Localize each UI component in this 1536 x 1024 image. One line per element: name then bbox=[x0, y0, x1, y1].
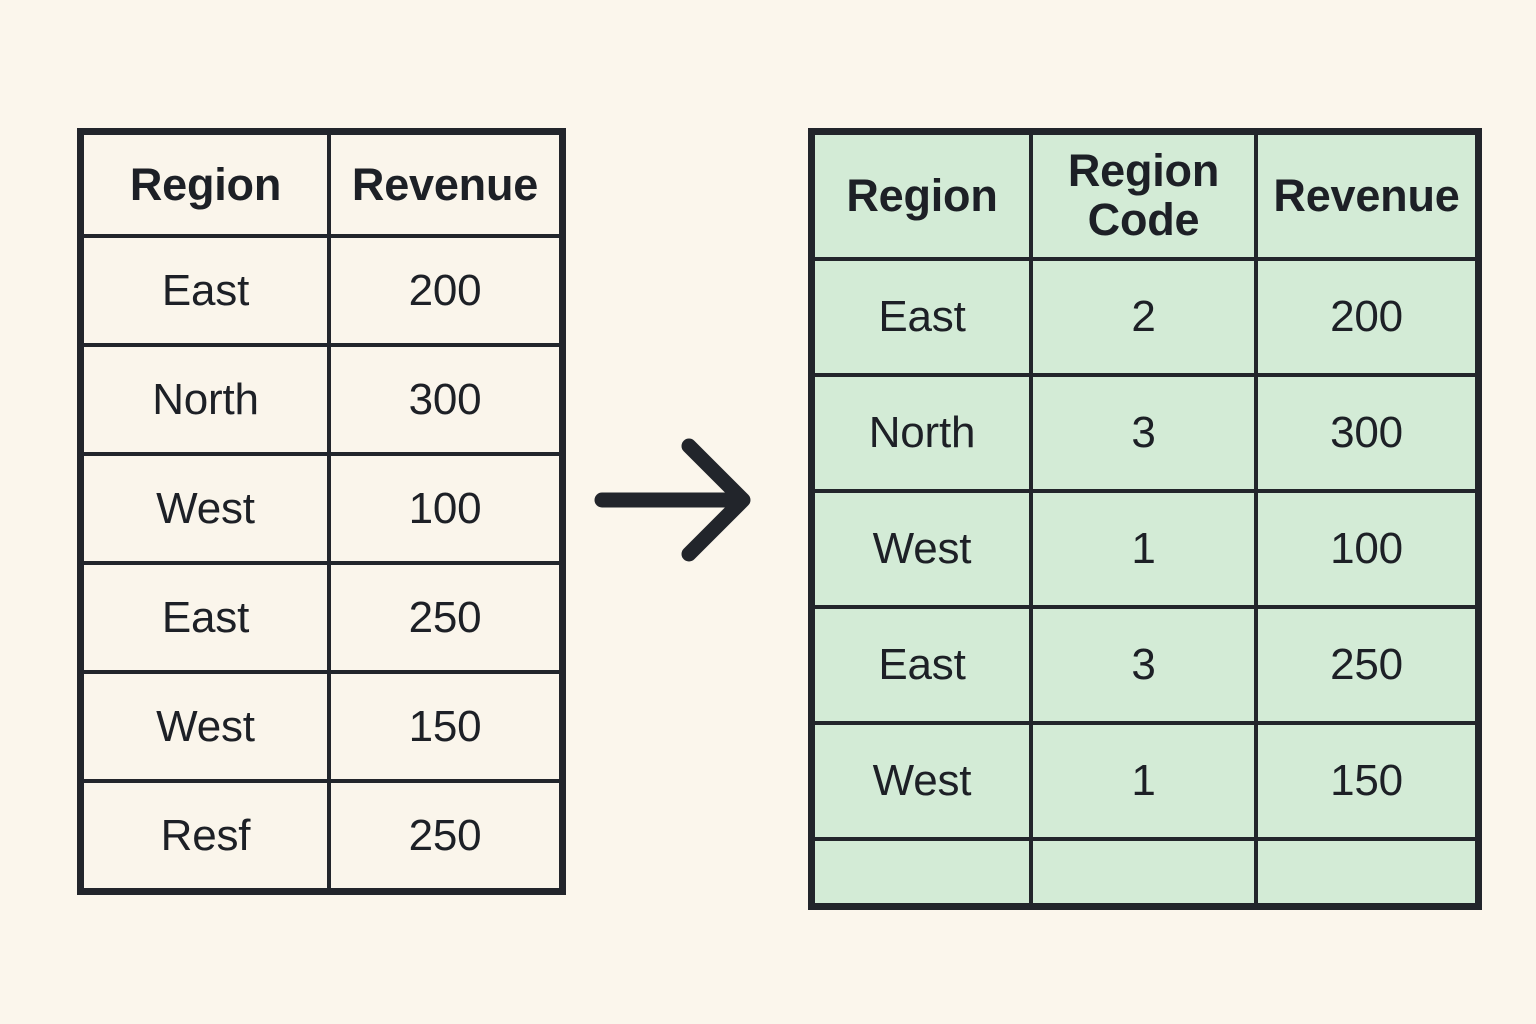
cell-region: West bbox=[78, 670, 331, 783]
table-row: West 100 bbox=[78, 452, 565, 565]
source-header-region: Region bbox=[78, 129, 331, 238]
table-row: West 1 100 bbox=[809, 489, 1481, 609]
cell-region: East bbox=[78, 234, 331, 347]
cell-region: East bbox=[809, 257, 1033, 377]
source-table-header: Region Revenue bbox=[78, 129, 565, 238]
cell-region-code: 3 bbox=[1029, 605, 1258, 725]
cell-revenue bbox=[1254, 837, 1481, 909]
table-row: North 3 300 bbox=[809, 373, 1481, 493]
cell-region: East bbox=[78, 561, 331, 674]
cell-revenue: 200 bbox=[327, 234, 565, 347]
cell-revenue: 100 bbox=[327, 452, 565, 565]
table-row: North 300 bbox=[78, 343, 565, 456]
cell-revenue: 250 bbox=[327, 561, 565, 674]
cell-region-code: 2 bbox=[1029, 257, 1258, 377]
cell-revenue: 100 bbox=[1254, 489, 1481, 609]
result-header-revenue: Revenue bbox=[1254, 129, 1481, 261]
table-row: West 1 150 bbox=[809, 721, 1481, 841]
table-header-row: Region Revenue bbox=[78, 129, 565, 238]
table-row: East 2 200 bbox=[809, 257, 1481, 377]
cell-region: North bbox=[809, 373, 1033, 493]
cell-region: West bbox=[809, 489, 1033, 609]
cell-revenue: 300 bbox=[327, 343, 565, 456]
table-row: West 150 bbox=[78, 670, 565, 783]
cell-revenue: 150 bbox=[327, 670, 565, 783]
result-table-body: East 2 200 North 3 300 West 1 100 East 3… bbox=[809, 257, 1481, 909]
cell-region-code: 3 bbox=[1029, 373, 1258, 493]
arrow-right-icon bbox=[594, 438, 751, 562]
cell-region: West bbox=[78, 452, 331, 565]
cell-region bbox=[809, 837, 1033, 909]
cell-revenue: 250 bbox=[1254, 605, 1481, 725]
cell-revenue: 150 bbox=[1254, 721, 1481, 841]
header-line-2: Code bbox=[1087, 194, 1200, 245]
cell-region: Resf bbox=[78, 779, 331, 894]
cell-revenue: 250 bbox=[327, 779, 565, 894]
table-row: Resf 250 bbox=[78, 779, 565, 894]
table-row: East 3 250 bbox=[809, 605, 1481, 725]
cell-revenue: 200 bbox=[1254, 257, 1481, 377]
result-header-region: Region bbox=[809, 129, 1033, 261]
cell-region-code: 1 bbox=[1029, 489, 1258, 609]
table-row: East 250 bbox=[78, 561, 565, 674]
cell-region-code: 1 bbox=[1029, 721, 1258, 841]
source-table: Region Revenue East 200 North 300 West 1… bbox=[77, 128, 566, 895]
table-row: East 200 bbox=[78, 234, 565, 347]
cell-region: East bbox=[809, 605, 1033, 725]
cell-revenue: 300 bbox=[1254, 373, 1481, 493]
table-row-empty bbox=[809, 837, 1481, 909]
cell-region: North bbox=[78, 343, 331, 456]
source-header-revenue: Revenue bbox=[327, 129, 565, 238]
source-table-body: East 200 North 300 West 100 East 250 Wes… bbox=[78, 234, 565, 894]
cell-region: West bbox=[809, 721, 1033, 841]
header-line-1: Region bbox=[1067, 145, 1220, 197]
cell-region-code bbox=[1029, 837, 1258, 909]
